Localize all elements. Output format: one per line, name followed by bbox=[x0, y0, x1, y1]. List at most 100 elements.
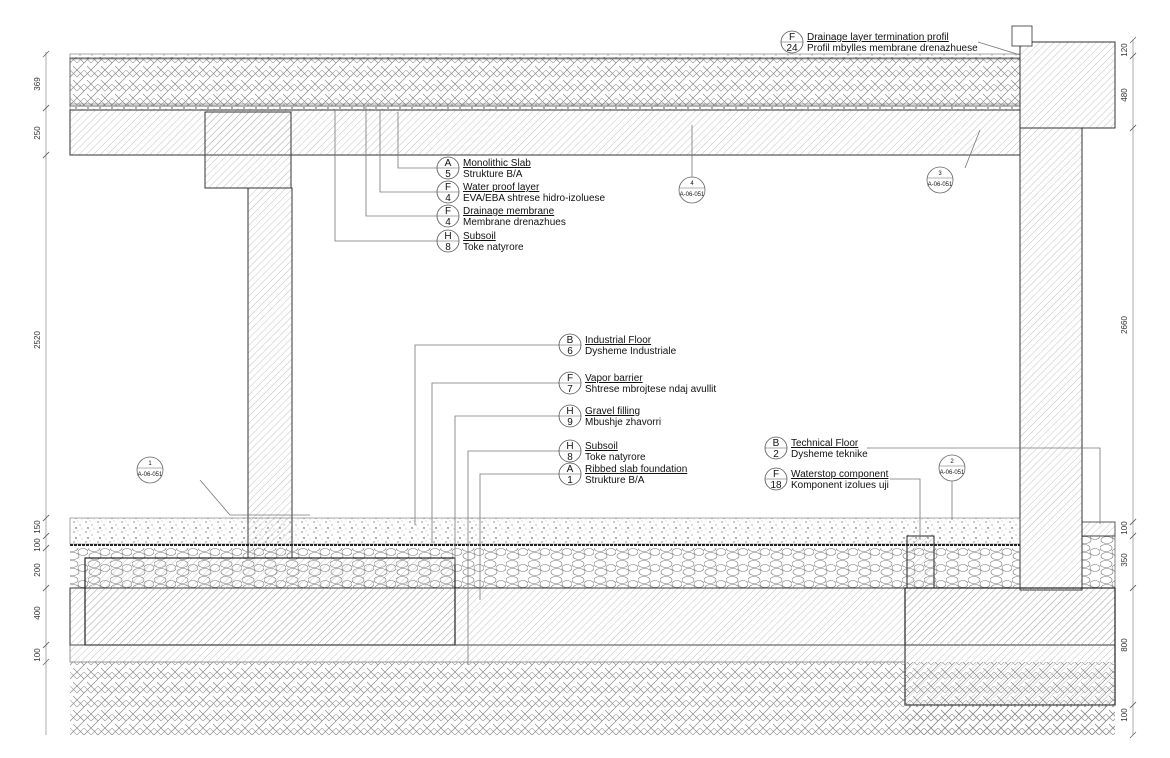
callout-number: 18 bbox=[770, 480, 782, 491]
callout-subtitle: Toke natyrore bbox=[585, 452, 646, 463]
section-sheet: A-06-051 bbox=[940, 470, 965, 476]
callout-subtitle: Dysheme Industriale bbox=[585, 346, 677, 357]
section-number: 3 bbox=[938, 171, 942, 177]
callout-tag: F24 Drainage layer termination profilProf… bbox=[780, 30, 978, 54]
section-marker[interactable]: 2A-06-051 bbox=[938, 454, 966, 482]
dimension-value: 150 bbox=[33, 520, 42, 534]
dimension-value: 800 bbox=[1120, 638, 1129, 652]
dimension-value: 2660 bbox=[1120, 316, 1129, 334]
dimension-value: 350 bbox=[1120, 553, 1129, 567]
dimension-value: 100 bbox=[33, 538, 42, 552]
callout-letter: F bbox=[445, 206, 451, 217]
technical-floor-gravel bbox=[1081, 535, 1116, 589]
section-number: 4 bbox=[690, 181, 694, 187]
lean-concrete bbox=[69, 644, 906, 663]
callout-title: Vapor barrier bbox=[585, 373, 643, 384]
callout-number: 2 bbox=[773, 449, 779, 460]
dimension-value: 100 bbox=[33, 648, 42, 662]
callout-letter: B bbox=[773, 438, 780, 449]
waterstop bbox=[906, 535, 935, 589]
callout-title: Ribbed slab foundation bbox=[585, 464, 687, 475]
right-wall bbox=[1011, 25, 1116, 591]
section-marker[interactable]: 3A-06-051 bbox=[926, 166, 954, 194]
callout-letter: A bbox=[567, 464, 574, 475]
callout-title: Drainage layer termination profil bbox=[807, 32, 949, 43]
callout-letter: F bbox=[773, 469, 779, 480]
dimension-value: 250 bbox=[33, 126, 42, 140]
callout-letter: F bbox=[567, 373, 573, 384]
callout-letter: F bbox=[445, 182, 451, 193]
leader-lines bbox=[199, 41, 1101, 665]
callout-number: 6 bbox=[567, 346, 573, 357]
callout-title: Waterstop component bbox=[791, 469, 889, 480]
callout-title: Technical Floor bbox=[791, 438, 859, 449]
callout-letter: A bbox=[445, 158, 452, 169]
section-sheet: A-06-051 bbox=[928, 182, 953, 188]
callout-number: 4 bbox=[445, 193, 451, 204]
dimension-value: 2520 bbox=[33, 331, 42, 349]
callout-title: Water proof layer bbox=[463, 182, 540, 193]
callout-number: 4 bbox=[445, 217, 451, 228]
callout-number: 1 bbox=[567, 475, 573, 486]
dimension-value: 200 bbox=[33, 563, 42, 577]
technical-floor bbox=[1081, 521, 1116, 537]
section-marker[interactable]: 1A-06-051 bbox=[136, 456, 164, 484]
callout-number: 8 bbox=[445, 242, 451, 253]
callout-title: Drainage membrane bbox=[463, 206, 555, 217]
section-marker[interactable]: 4A-06-051 bbox=[678, 176, 706, 204]
slab-beam bbox=[204, 111, 292, 189]
callout-title: Subsoil bbox=[463, 231, 496, 242]
callout-subtitle: EVA/EBA shtrese hidro-izoluese bbox=[463, 193, 606, 204]
callout-subtitle: Strukture B/A bbox=[463, 169, 523, 180]
callout-subtitle: Dysheme teknike bbox=[791, 449, 868, 460]
callout-subtitle: Mbushje zhavorri bbox=[585, 417, 661, 428]
callout-title: Gravel filling bbox=[585, 406, 640, 417]
callout-number: 9 bbox=[567, 417, 573, 428]
callout-subtitle: Toke natyrore bbox=[463, 242, 524, 253]
callout-subtitle: Komponent izolues uji bbox=[791, 480, 889, 491]
callout-title: Industrial Floor bbox=[585, 335, 652, 346]
dimension-value: 100 bbox=[1120, 521, 1129, 535]
callout-title: Subsoil bbox=[585, 441, 618, 452]
callout-letter: H bbox=[444, 231, 451, 242]
dimension-value: 400 bbox=[33, 606, 42, 620]
dimension-value: 100 bbox=[1120, 708, 1129, 722]
callout-letter: B bbox=[567, 335, 574, 346]
callout-letter: F bbox=[789, 32, 795, 43]
section-sheet: A-06-051 bbox=[680, 192, 705, 198]
column bbox=[247, 187, 293, 559]
callout-letter: H bbox=[566, 441, 573, 452]
top-soil-layer bbox=[69, 53, 1021, 111]
callout-number: 5 bbox=[445, 169, 451, 180]
industrial-floor-layer bbox=[69, 517, 1021, 545]
callout-subtitle: Profil mbylles membrane drenazhuese bbox=[807, 43, 978, 54]
callout-subtitle: Shtrese mbrojtese ndaj avullit bbox=[585, 384, 716, 395]
footing-left bbox=[84, 557, 456, 646]
callout-subtitle: Strukture B/A bbox=[585, 475, 645, 486]
section-number: 2 bbox=[950, 459, 954, 465]
callout-number: 24 bbox=[786, 43, 798, 54]
dimension-value: 480 bbox=[1120, 88, 1129, 102]
dimension-value: 369 bbox=[33, 77, 42, 91]
callout-number: 8 bbox=[567, 452, 573, 463]
section-sheet: A-06-051 bbox=[138, 472, 163, 478]
callout-subtitle: Membrane drenazhues bbox=[463, 217, 566, 228]
callout-letter: H bbox=[566, 406, 573, 417]
dimension-lines: 3692502520150100200400100120480266010035… bbox=[33, 36, 1137, 739]
callout-number: 7 bbox=[567, 384, 573, 395]
callout-title: Monolithic Slab bbox=[463, 158, 531, 169]
